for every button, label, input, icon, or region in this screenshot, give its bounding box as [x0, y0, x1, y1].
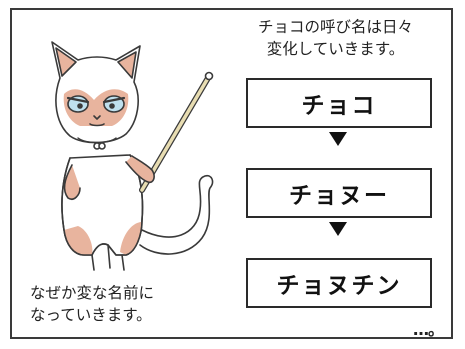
name-stage-1: チョコ	[246, 78, 432, 128]
name-stage-3: チョヌチン	[246, 258, 432, 308]
panel-frame	[10, 8, 453, 339]
name-stage-2: チョヌー	[246, 168, 432, 218]
down-arrow-icon	[329, 132, 347, 146]
cat-tail	[139, 174, 214, 255]
down-arrow-icon	[329, 222, 347, 236]
cat-illustration	[51, 41, 214, 271]
caption-bottom: なぜか変な名前に なっていきます。	[30, 284, 155, 324]
ellipsis-mark: …。	[413, 320, 444, 339]
caption-top: チョコの呼び名は日々 変化していきます。	[257, 18, 413, 58]
